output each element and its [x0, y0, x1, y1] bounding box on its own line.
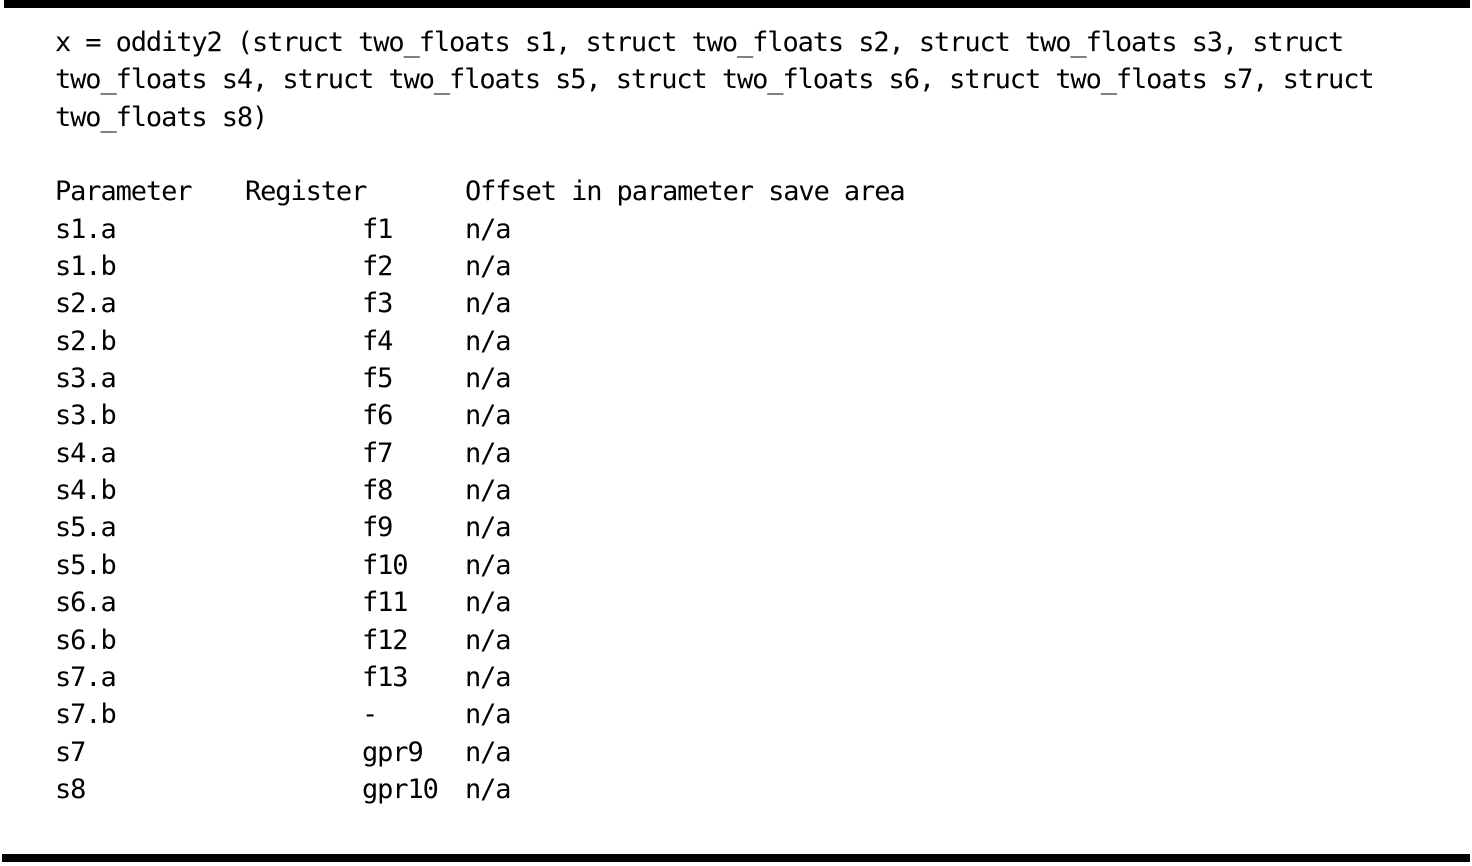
cell-parameter: s3.b: [55, 400, 117, 432]
cell-parameter: s6.b: [55, 624, 117, 656]
table-row: s2.a f3 n/a: [55, 285, 1374, 322]
cell-offset: n/a: [465, 325, 512, 357]
cell-register: f3: [362, 288, 393, 320]
cell-register: f1: [362, 213, 393, 245]
cell-offset: n/a: [465, 699, 512, 731]
cell-offset: n/a: [465, 549, 512, 581]
cell-offset: n/a: [465, 213, 512, 245]
cell-register: f6: [362, 400, 393, 432]
cell-register: f12: [362, 624, 409, 656]
table-row: s8 gpr10 n/a: [55, 771, 1374, 808]
header-register: Register: [245, 176, 367, 208]
cell-parameter: s7: [55, 736, 86, 768]
table-row: s2.b f4 n/a: [55, 323, 1374, 360]
cell-parameter: s2.a: [55, 288, 117, 320]
cell-parameter: s8: [55, 773, 86, 805]
cell-register: f11: [362, 587, 409, 619]
table-row: s3.b f6 n/a: [55, 397, 1374, 434]
cell-offset: n/a: [465, 400, 512, 432]
table-row: s5.a f9 n/a: [55, 509, 1374, 546]
signature-line-3: two_floats s8): [55, 101, 268, 133]
cell-register: gpr9: [362, 736, 424, 768]
signature-line-1: x = oddity2 (struct two_floats s1, struc…: [55, 27, 1344, 58]
cell-register: f13: [362, 661, 409, 693]
cell-register: f2: [362, 251, 393, 283]
table-row: s3.a f5 n/a: [55, 360, 1374, 397]
cell-parameter: s7.b: [55, 699, 117, 731]
cell-parameter: s3.a: [55, 363, 117, 395]
cell-offset: n/a: [465, 624, 512, 656]
cell-register: f5: [362, 363, 393, 395]
table-header-row: Parameter Register Offset in parameter s…: [55, 173, 1374, 210]
cell-offset: n/a: [465, 288, 512, 320]
cell-register: f7: [362, 437, 393, 469]
table-row: s1.a f1 n/a: [55, 211, 1374, 248]
top-rule: [4, 0, 1470, 8]
cell-parameter: s4.a: [55, 437, 117, 469]
cell-register: f9: [362, 512, 393, 544]
table-row: s6.b f12 n/a: [55, 622, 1374, 659]
table-row: s6.a f11 n/a: [55, 584, 1374, 621]
table-row: s7 gpr9 n/a: [55, 734, 1374, 771]
cell-register: -: [362, 699, 378, 731]
cell-offset: n/a: [465, 475, 512, 507]
cell-parameter: s1.a: [55, 213, 117, 245]
cell-register: gpr10: [362, 773, 439, 805]
table-row: s5.b f10 n/a: [55, 547, 1374, 584]
table-row: s4.a f7 n/a: [55, 435, 1374, 472]
figure-content: x = oddity2 (struct two_floats s1, struc…: [55, 24, 1375, 808]
header-parameter: Parameter: [55, 176, 193, 208]
cell-offset: n/a: [465, 661, 512, 693]
signature-line-2: two_floats s4, struct two_floats s5, str…: [55, 64, 1375, 96]
cell-parameter: s6.a: [55, 587, 117, 619]
cell-offset: n/a: [465, 773, 512, 805]
cell-parameter: s4.b: [55, 475, 117, 507]
cell-offset: n/a: [465, 736, 512, 768]
cell-offset: n/a: [465, 251, 512, 283]
cell-register: f8: [362, 475, 393, 507]
cell-offset: n/a: [465, 437, 512, 469]
cell-parameter: s1.b: [55, 251, 117, 283]
cell-register: f10: [362, 549, 409, 581]
cell-register: f4: [362, 325, 393, 357]
table-body: s1.a f1 n/a s1.b f2 n/a s2.a f3 n/a s2.b…: [55, 211, 1374, 809]
table-row: s7.b - n/a: [55, 696, 1374, 733]
table-row: s7.a f13 n/a: [55, 659, 1374, 696]
cell-parameter: s7.a: [55, 661, 117, 693]
spacer-line: [55, 136, 1374, 173]
cell-parameter: s5.b: [55, 549, 117, 581]
cell-offset: n/a: [465, 512, 512, 544]
header-offset: Offset in parameter save area: [465, 176, 906, 208]
cell-parameter: s5.a: [55, 512, 117, 544]
cell-offset: n/a: [465, 587, 512, 619]
cell-parameter: s2.b: [55, 325, 117, 357]
cell-offset: n/a: [465, 363, 512, 395]
function-signature: x = oddity2 (struct two_floats s1, struc…: [55, 24, 1375, 136]
table-row: s1.b f2 n/a: [55, 248, 1374, 285]
parameter-table: Parameter Register Offset in parameter s…: [55, 173, 1374, 808]
bottom-rule: [2, 854, 1470, 862]
table-row: s4.b f8 n/a: [55, 472, 1374, 509]
